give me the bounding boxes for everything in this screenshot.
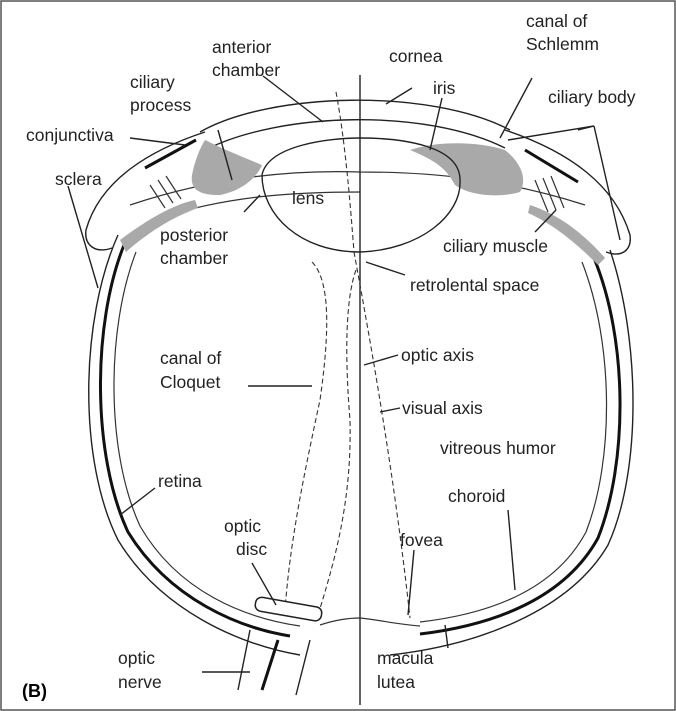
- label-ciliary-body: ciliary body: [548, 87, 636, 107]
- label-optic-nerve-2: nerve: [118, 672, 162, 692]
- label-ciliary-process-2: process: [130, 95, 192, 115]
- label-optic-axis: optic axis: [401, 345, 474, 365]
- label-conjunctiva: conjunctiva: [26, 125, 114, 145]
- label-choroid: choroid: [448, 486, 505, 506]
- label-canal-cloquet-1: canal of: [160, 348, 221, 368]
- label-canal-schlemm-2: Schlemm: [526, 34, 599, 54]
- label-iris: iris: [433, 78, 456, 98]
- label-posterior-chamber-1: posterior: [160, 225, 228, 245]
- label-vitreous-humor: vitreous humor: [440, 438, 556, 458]
- label-ciliary-muscle: ciliary muscle: [443, 236, 548, 256]
- label-anterior-chamber-2: chamber: [212, 60, 280, 80]
- label-lens: lens: [292, 188, 324, 208]
- label-cornea: cornea: [389, 46, 443, 66]
- label-fovea: fovea: [400, 530, 443, 550]
- label-optic-disc-1: optic: [224, 516, 261, 536]
- label-canal-schlemm-1: canal of: [526, 11, 587, 31]
- label-optic-nerve-1: optic: [118, 648, 155, 668]
- label-retrolental-space: retrolental space: [410, 275, 539, 295]
- label-posterior-chamber-2: chamber: [160, 248, 228, 268]
- label-ciliary-process-1: ciliary: [130, 72, 175, 92]
- label-macula-lutea-2: lutea: [377, 672, 415, 692]
- label-visual-axis: visual axis: [402, 398, 483, 418]
- panel-label: (B): [22, 681, 47, 701]
- label-sclera: sclera: [55, 169, 102, 189]
- label-anterior-chamber-1: anterior: [212, 37, 272, 57]
- label-macula-lutea-1: macula: [377, 648, 434, 668]
- label-optic-disc-2: disc: [236, 539, 267, 559]
- label-canal-cloquet-2: Cloquet: [160, 372, 220, 392]
- label-retina: retina: [158, 471, 202, 491]
